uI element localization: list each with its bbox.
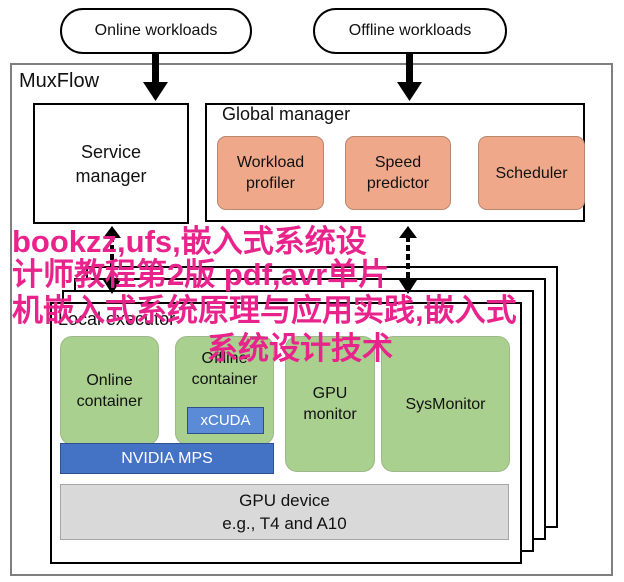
global-manager-title: Global manager (222, 104, 351, 124)
workload-profiler-box: Workload profiler (217, 136, 324, 210)
overlay-text-line-1: bookzz,ufs,嵌入式系统设 (12, 224, 367, 259)
online-workloads-node: Online workloads (60, 8, 252, 54)
online-container-box: Online container (60, 336, 159, 445)
sysmonitor-box: SysMonitor (381, 336, 510, 472)
nvidia-mps-bar: NVIDIA MPS (60, 443, 274, 474)
offline-workloads-node: Offline workloads (313, 8, 507, 54)
service-local-arrow-up (103, 226, 121, 238)
scheduler-box: Scheduler (478, 136, 585, 210)
offline-workloads-arrow-head (397, 82, 422, 101)
offline-container-box: Offline container xCUDA (175, 336, 274, 445)
muxflow-title: MuxFlow (19, 70, 100, 92)
global-local-arrow-down (399, 280, 417, 294)
offline-workloads-arrow-shaft (406, 54, 413, 84)
speed-predictor-box: Speed predictor (345, 136, 451, 210)
offline-container-label: Offline container (191, 350, 258, 388)
overlay-text-line-2: 计师教程第2版 pdf,avr单片 (12, 257, 390, 292)
overlay-text-line-4: 系统设计技术 (207, 331, 393, 366)
gpu-monitor-box: GPU monitor (285, 336, 375, 472)
local-executor-title: Local executor (58, 309, 176, 329)
xcuda-box: xCUDA (187, 407, 264, 434)
online-workloads-arrow-head (143, 82, 168, 101)
global-local-arrow-up (399, 226, 417, 238)
service-local-arrow-down (103, 280, 121, 294)
gpu-device-box: GPU device e.g., T4 and A10 (60, 484, 509, 540)
service-manager-box: Service manager (33, 103, 189, 224)
overlay-text-line-3: 机嵌入式系统原理与应用实践,嵌入式 (12, 293, 517, 328)
online-workloads-arrow-shaft (152, 54, 159, 84)
